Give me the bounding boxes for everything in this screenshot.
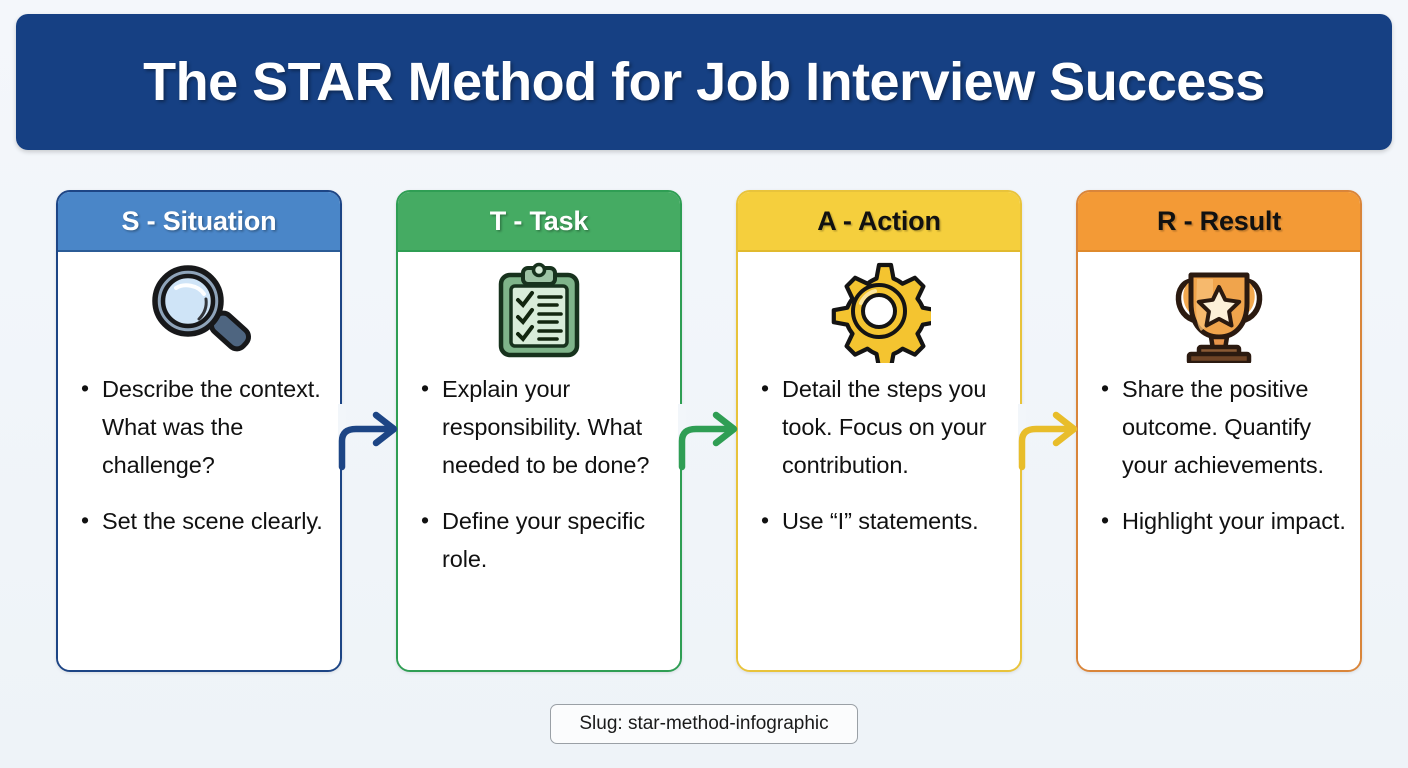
- list-item: Share the positive outcome. Quantify you…: [1101, 369, 1346, 484]
- list-item: Describe the context. What was the chall…: [81, 369, 326, 484]
- list-item: Detail the steps you took. Focus on your…: [761, 369, 1006, 484]
- list-item: Use “I” statements.: [761, 501, 1006, 540]
- bullet-list-task: Explain your responsibility. What needed…: [398, 369, 680, 670]
- card-task[interactable]: T - Task: [396, 190, 682, 672]
- notch-t: [678, 404, 686, 460]
- gear-icon: [738, 252, 1020, 370]
- bullet-list-result: Share the positive outcome. Quantify you…: [1078, 369, 1360, 670]
- card-action[interactable]: A - Action Detail the steps you took. Fo…: [736, 190, 1022, 672]
- card-header-result: R - Result: [1078, 192, 1360, 252]
- slug-badge: Slug: star-method-infographic: [550, 704, 858, 744]
- card-header-action: A - Action: [738, 192, 1020, 252]
- magnifying-glass-icon: [58, 252, 340, 370]
- list-item: Define your specific role.: [421, 501, 666, 578]
- card-title-task: T - Task: [489, 205, 589, 236]
- card-title-action: A - Action: [817, 205, 941, 236]
- card-title-result: R - Result: [1156, 205, 1281, 236]
- page-title: The STAR Method for Job Interview Succes…: [143, 52, 1265, 112]
- list-item: Explain your responsibility. What needed…: [421, 369, 666, 484]
- notch-a: [1018, 404, 1026, 460]
- card-situation[interactable]: S - Situation: [56, 190, 342, 672]
- notch-s: [338, 404, 346, 460]
- list-item: Highlight your impact.: [1101, 501, 1346, 540]
- slug-label: Slug: star-method-infographic: [579, 713, 829, 734]
- bullet-list-action: Detail the steps you took. Focus on your…: [738, 369, 1020, 670]
- title-banner: The STAR Method for Job Interview Succes…: [16, 14, 1392, 150]
- card-header-task: T - Task: [398, 192, 680, 252]
- card-header-situation: S - Situation: [58, 192, 340, 252]
- list-item: Set the scene clearly.: [81, 501, 326, 540]
- star-cards-row: S - Situation: [0, 190, 1408, 675]
- card-result[interactable]: R - Result: [1076, 190, 1362, 672]
- bullet-list-situation: Describe the context. What was the chall…: [58, 369, 340, 670]
- card-title-situation: S - Situation: [121, 205, 277, 236]
- clipboard-checklist-icon: [398, 252, 680, 370]
- trophy-icon: [1078, 252, 1360, 370]
